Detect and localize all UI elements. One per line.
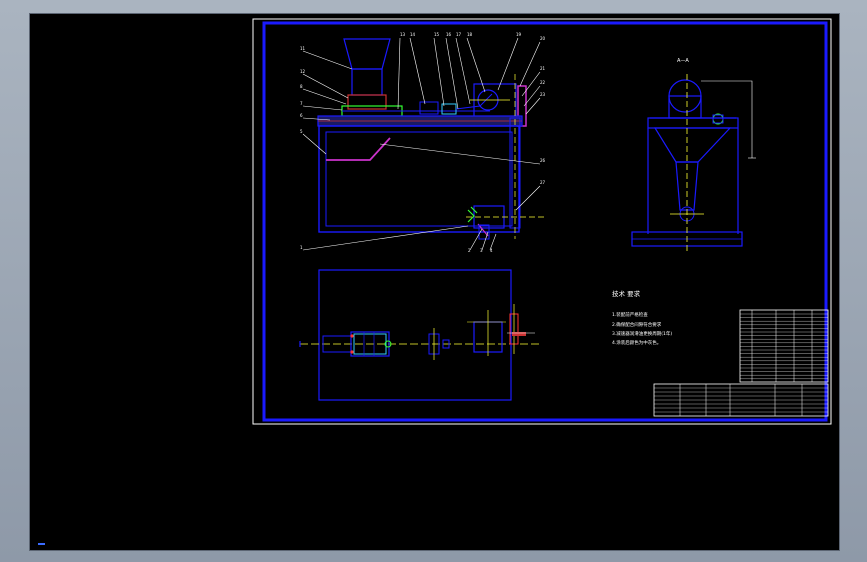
tech-req-item: 3.减速器润滑油更换周期(1年) <box>612 330 672 337</box>
ucs-icon <box>38 543 45 545</box>
hopper-neck <box>351 68 383 96</box>
svg-text:27: 27 <box>540 180 546 185</box>
svg-text:16: 16 <box>446 32 452 37</box>
svg-text:2: 2 <box>468 248 471 253</box>
svg-text:8: 8 <box>300 84 303 89</box>
tech-req-item: 2.确保配合间隙符合要求 <box>612 321 662 328</box>
title-block <box>653 383 829 417</box>
svg-text:21: 21 <box>540 66 546 71</box>
svg-text:11: 11 <box>300 46 306 51</box>
svg-text:20: 20 <box>540 36 546 41</box>
section-view-a-a: A—A <box>631 58 756 254</box>
svg-text:4: 4 <box>490 248 493 253</box>
svg-text:17: 17 <box>456 32 462 37</box>
plan-view <box>299 269 542 401</box>
svg-text:7: 7 <box>300 101 303 106</box>
svg-text:22: 22 <box>540 80 546 85</box>
svg-text:1: 1 <box>300 245 303 250</box>
hopper-funnel <box>343 38 391 70</box>
tech-req-item: 4.涂装后颜色为中灰色。 <box>612 339 661 346</box>
svg-text:26: 26 <box>540 158 546 163</box>
section-label: A—A <box>677 58 689 64</box>
discharge-chute <box>326 137 391 161</box>
svg-text:18: 18 <box>467 32 473 37</box>
parts-list-table <box>739 309 829 383</box>
tech-req-title: 技术 要求 <box>612 289 641 298</box>
sheet-border <box>252 18 832 425</box>
svg-text:15: 15 <box>434 32 440 37</box>
coupling-block <box>419 101 439 115</box>
technical-requirements: 技术 要求 1.装配前严格检查 2.确保配合间隙符合要求 3.减速器润滑油更换周… <box>612 289 672 346</box>
svg-text:6: 6 <box>300 113 303 118</box>
machine-body <box>318 125 520 233</box>
motor-housing <box>473 83 517 119</box>
svg-text:13: 13 <box>400 32 406 37</box>
svg-text:3: 3 <box>480 248 483 253</box>
feed-block <box>347 94 387 110</box>
drawing-frame <box>262 21 828 422</box>
svg-text:5: 5 <box>300 129 303 134</box>
svg-text:19: 19 <box>516 32 522 37</box>
svg-text:23: 23 <box>540 92 546 97</box>
svg-text:14: 14 <box>410 32 416 37</box>
svg-text:12: 12 <box>300 69 306 74</box>
tech-req-item: 1.装配前严格检查 <box>612 311 648 318</box>
